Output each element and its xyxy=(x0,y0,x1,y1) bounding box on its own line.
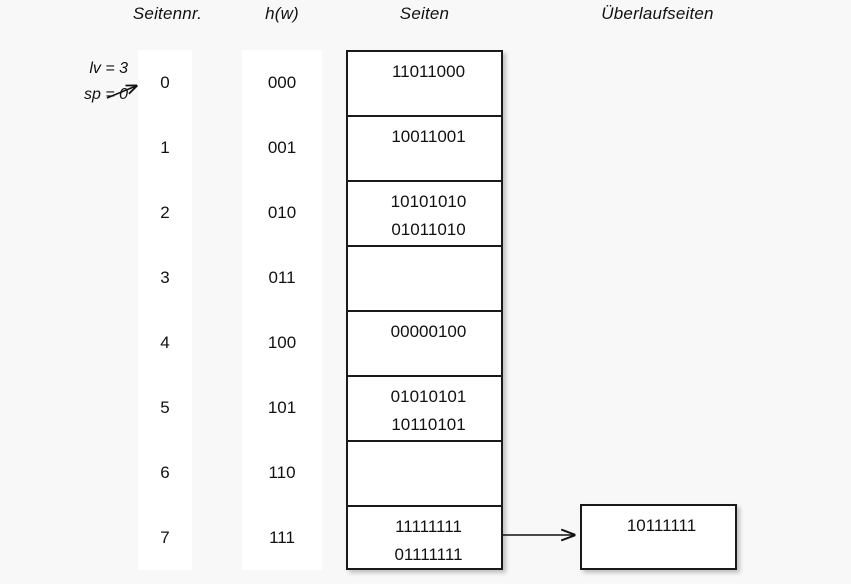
seitennr-cell-6: 6 xyxy=(160,463,170,482)
param-sp: sp = 0 xyxy=(83,86,128,103)
page-row: 10011001 xyxy=(348,117,501,182)
hw-cell-5: 101 xyxy=(267,398,297,417)
hw-cell-7: 111 xyxy=(269,528,295,547)
hw-cell-3: 011 xyxy=(268,268,296,287)
page-row: 11011000 xyxy=(348,52,501,117)
parameter-annotation: lv = 3 sp = 0 xyxy=(36,56,128,108)
seitennr-cell-3: 3 xyxy=(160,268,170,287)
page-entry: 00000100 xyxy=(390,322,467,341)
overflow-page-box: 10111111 xyxy=(580,504,737,570)
seitennr-cell-4: 4 xyxy=(160,333,170,352)
page-entry: 11111111 xyxy=(395,517,462,536)
seitennr-cell-0: 0 xyxy=(160,73,170,92)
page-entry: 01111111 xyxy=(394,545,463,564)
seitennr-column-band xyxy=(138,50,192,570)
seitennr-cell-2: 2 xyxy=(160,203,170,222)
page-entry: 10101010 xyxy=(390,192,467,211)
hw-cell-2: 010 xyxy=(267,203,297,222)
overflow-page-entry: 10111111 xyxy=(626,516,697,535)
page-row: 11111111 01111111 xyxy=(348,507,501,572)
page-entry: 10011001 xyxy=(391,127,466,146)
seitennr-cell-1: 1 xyxy=(160,138,170,157)
hw-cell-6: 110 xyxy=(268,463,296,482)
page-row: 01010101 10110101 xyxy=(348,377,501,442)
page-entry: 11011000 xyxy=(391,62,466,81)
page-entry: 01011010 xyxy=(391,220,466,239)
page-row xyxy=(348,442,501,507)
split-pointer-arrow-icon xyxy=(106,78,144,99)
hw-cell-1: 001 xyxy=(267,138,297,157)
seitennr-cell-5: 5 xyxy=(160,398,170,417)
page-entry: 01010101 xyxy=(390,387,467,406)
column-header-hw: h(w) xyxy=(265,4,299,23)
column-header-seitennr: Seitennr. xyxy=(132,4,203,23)
pages-table: 11011000 10011001 10101010 01011010 0000… xyxy=(346,50,503,570)
seitennr-cell-7: 7 xyxy=(160,528,170,547)
hw-cell-0: 000 xyxy=(267,73,297,92)
column-header-ueberlaufseiten: Überlaufseiten xyxy=(601,4,714,23)
hw-column-band xyxy=(242,50,322,570)
param-lv: lv = 3 xyxy=(89,60,128,77)
page-row: 00000100 xyxy=(348,312,501,377)
overflow-connector-arrow-icon xyxy=(503,522,584,548)
page-row xyxy=(348,247,501,312)
page-row: 10101010 01011010 xyxy=(348,182,501,247)
hw-cell-4: 100 xyxy=(267,333,297,352)
column-header-seiten: Seiten xyxy=(399,4,450,23)
page-entry: 10110101 xyxy=(391,415,466,434)
